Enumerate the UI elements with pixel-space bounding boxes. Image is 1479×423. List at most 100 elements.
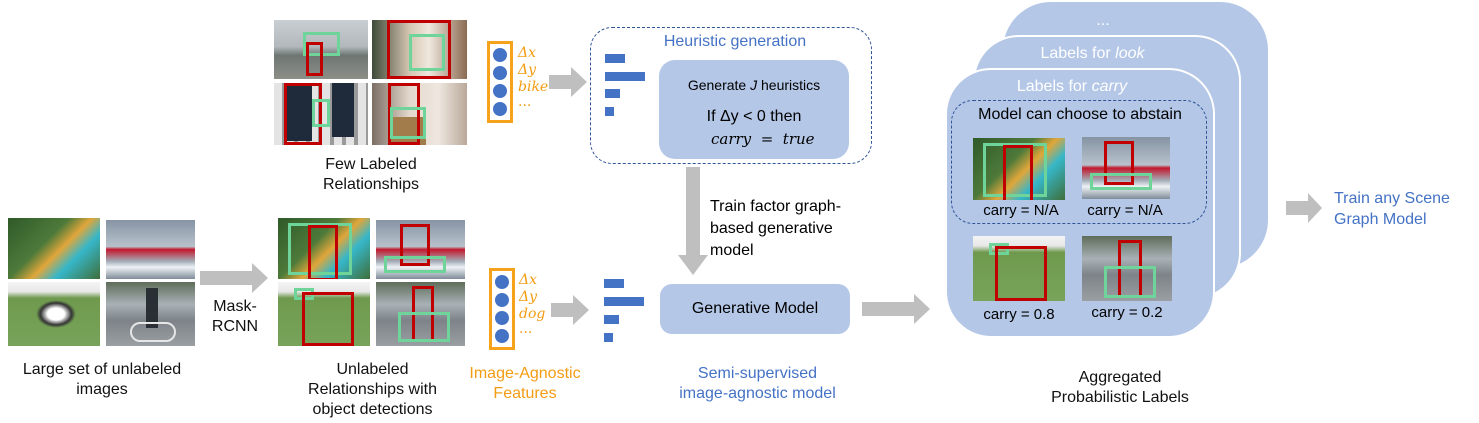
- semi-supervised-caption: Semi-supervised image-agnostic model: [640, 364, 875, 404]
- train-scene-graph-label: Train any Scene Graph Model: [1334, 188, 1450, 230]
- subject-bbox: [308, 225, 338, 279]
- result-label: carry = N/A: [1087, 202, 1163, 219]
- result-label: carry = 0.8: [983, 306, 1055, 323]
- feature-label: Δy: [519, 289, 538, 305]
- result-label: carry = 0.2: [1091, 304, 1163, 321]
- feature-label: ...: [519, 321, 533, 337]
- verb: carry: [1091, 78, 1128, 95]
- feature-label: Δx: [518, 45, 537, 61]
- subject-bbox: [1104, 141, 1134, 185]
- photo-man-bicycle-detected: [376, 282, 465, 346]
- feature-vector-bottom: [489, 268, 515, 350]
- subject-bbox: [995, 246, 1047, 301]
- image-agnostic-features-caption: Image-Agnostic Features: [455, 364, 595, 404]
- photo-people-embracing: [8, 218, 100, 279]
- label-line: Graph Model: [1334, 211, 1427, 228]
- generate-heuristics-label: Generate J heuristics: [659, 77, 849, 93]
- feature-dot: [493, 102, 507, 116]
- text: Labels for: [1040, 45, 1116, 62]
- text: Labels for: [1016, 78, 1092, 95]
- labels-card-carry: Labels for carry Model can choose to abs…: [945, 68, 1215, 338]
- caption-line: Relationships: [322, 176, 420, 193]
- feature-dot: [495, 293, 509, 307]
- arrow-shape: [549, 67, 587, 97]
- feature-label: ...: [518, 94, 532, 110]
- photo-baby-carry: [372, 20, 467, 79]
- feature-dot: [495, 275, 509, 289]
- label-line: Train any Scene: [1334, 190, 1450, 207]
- feature-dot: [495, 311, 509, 325]
- labels-card-title: ...: [1096, 12, 1110, 29]
- bar: [605, 54, 625, 63]
- caption-line: Few Labeled: [325, 156, 417, 173]
- caption-line: Semi-supervised: [697, 365, 818, 382]
- feature-dot: [493, 48, 507, 62]
- object-bbox: [409, 34, 445, 71]
- train-factor-label: Train factor graph- based generative mod…: [710, 196, 841, 262]
- generative-model-box: Generative Model: [660, 284, 850, 334]
- subject-bbox: [306, 42, 323, 76]
- abstain-title: Model can choose to abstain: [978, 106, 1182, 123]
- object-bbox: [1104, 266, 1156, 298]
- photo-bags-carry: [274, 83, 368, 145]
- bar: [604, 297, 644, 306]
- object-bbox: [384, 256, 446, 273]
- caption-line: object detections: [312, 401, 433, 418]
- text: heuristics: [757, 77, 821, 93]
- label-line: Mask-: [213, 298, 257, 315]
- object-bbox: [983, 143, 1047, 197]
- mask-rcnn-arrow: [200, 263, 268, 293]
- photo-dog-frisbee: [8, 282, 100, 346]
- feature-dot: [493, 84, 507, 98]
- labeled-images-caption: Few Labeled Relationships: [274, 155, 468, 195]
- bar: [604, 279, 624, 288]
- result-label: carry = N/A: [983, 202, 1059, 219]
- person-shape: [332, 83, 354, 137]
- label-line: RCNN: [211, 318, 259, 335]
- subject-bbox: [302, 292, 354, 346]
- label-line: based generative: [710, 220, 833, 237]
- subject-bbox: [400, 224, 430, 266]
- arrow-shape: [200, 263, 268, 293]
- subject-bbox: [284, 83, 322, 145]
- caption-line: Image-Agnostic: [469, 365, 581, 382]
- object-bbox: [1090, 173, 1152, 190]
- person-shape: [286, 83, 312, 141]
- photo-bulldog-detected: [376, 220, 465, 279]
- labels-card-title: Labels for carry: [947, 78, 1197, 96]
- photo-people-embracing-detected: [278, 218, 370, 279]
- bar: [605, 89, 620, 98]
- labels-card-title: Labels for look: [975, 45, 1210, 63]
- result-photo-man-bicycle: [1082, 236, 1172, 301]
- caption-line: images: [76, 381, 128, 398]
- caption-line: Relationships with: [308, 381, 437, 398]
- text: Generate: [687, 77, 751, 93]
- heuristic-rule-assignment: carry = true: [711, 130, 815, 148]
- caption-line: Probabilistic Labels: [1051, 389, 1189, 406]
- photo-man-bicycle: [106, 282, 195, 346]
- features-to-generative-arrow: [551, 295, 589, 325]
- photo-box-carry: [372, 83, 467, 145]
- detected-images-caption: Unlabeled Relationships with object dete…: [270, 360, 475, 420]
- arrow-shape: [551, 295, 589, 325]
- photo-bulldog-surfing: [106, 220, 195, 279]
- bar: [605, 107, 614, 116]
- bar: [604, 315, 619, 324]
- caption-line: Aggregated: [1078, 369, 1162, 386]
- photo-bike-carry: [274, 20, 368, 79]
- feature-dot: [495, 329, 509, 343]
- heuristic-title: Heuristic generation: [663, 33, 807, 50]
- generative-model-label: Generative Model: [691, 300, 819, 317]
- bar: [605, 72, 645, 81]
- arrow-shape: [862, 294, 930, 324]
- generative-to-labels-arrow: [862, 294, 930, 324]
- feature-label: bike: [518, 79, 549, 95]
- variable-j: J: [750, 77, 758, 93]
- object-bbox: [288, 223, 352, 275]
- label-line: Train factor graph-: [710, 198, 842, 215]
- feature-labels-top: Δx Δy bike ...: [518, 45, 549, 110]
- heuristic-rule-condition: If Δy < 0 then: [706, 108, 802, 125]
- result-photo-embracing: [973, 138, 1065, 200]
- arrow-shape: [1286, 193, 1322, 223]
- abstain-panel: [951, 100, 1207, 224]
